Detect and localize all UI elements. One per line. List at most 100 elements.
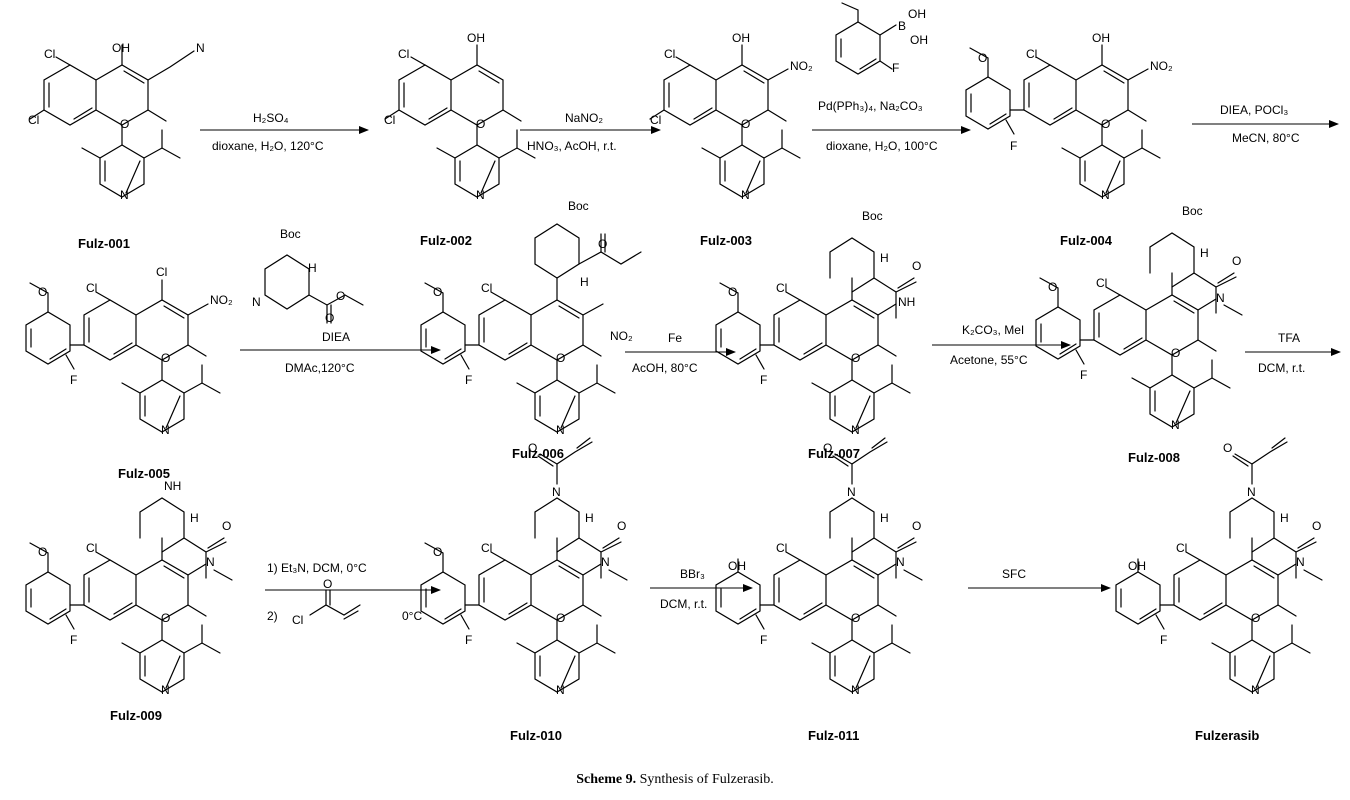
compound-fulz-003 xyxy=(649,44,801,198)
atom-label: F xyxy=(465,373,472,387)
atom-label: Cl xyxy=(776,281,787,295)
atom-label: N xyxy=(556,423,565,437)
atom-label: F xyxy=(1080,368,1087,382)
atom-label: F xyxy=(70,633,77,647)
atom-label: N xyxy=(1296,555,1305,569)
atom-label: N xyxy=(896,555,905,569)
atom-label: O xyxy=(120,117,129,131)
atom-label: O xyxy=(222,519,231,533)
piperazine-ester-reagent xyxy=(264,254,364,324)
atom-label: O xyxy=(1232,254,1241,268)
atom-label: Cl xyxy=(292,613,303,627)
atom-label: O xyxy=(851,351,860,365)
atom-label: OH xyxy=(1092,31,1110,45)
atom-label: NO₂ xyxy=(790,59,813,73)
atom-label: Cl xyxy=(156,265,167,279)
step-9-condition-2-prefix: 2) xyxy=(267,609,278,623)
atom-label: N xyxy=(252,295,261,309)
atom-label: O xyxy=(617,519,626,533)
atom-label: Cl xyxy=(1176,541,1187,555)
atom-label: H xyxy=(308,261,317,275)
atom-label: O xyxy=(556,351,565,365)
compound-label-fulz-003: Fulz-003 xyxy=(700,233,752,248)
atom-label: O xyxy=(978,51,987,65)
atom-label: OH xyxy=(908,7,926,21)
compound-label-fulz-001: Fulz-001 xyxy=(78,236,130,251)
atom-label: O xyxy=(433,285,442,299)
atom-label: Cl xyxy=(1026,47,1037,61)
step-3-conditions: dioxane, H₂O, 100°C xyxy=(826,139,938,153)
atom-label: O xyxy=(1223,441,1232,455)
atom-label: O xyxy=(433,545,442,559)
atom-label: OH xyxy=(467,31,485,45)
atom-label: N xyxy=(161,423,170,437)
compound-label-fulz-011: Fulz-011 xyxy=(808,728,859,743)
atom-label: O xyxy=(556,611,565,625)
atom-label: O xyxy=(476,117,485,131)
step-6-reagent: Fe xyxy=(668,331,682,345)
atom-label: OH xyxy=(112,41,130,55)
step-9-condition-2-temp: 0°C xyxy=(402,609,422,623)
acrylamide xyxy=(832,437,888,485)
step-7-reagent: K₂CO₃, MeI xyxy=(962,323,1024,337)
atom-label: O xyxy=(1312,519,1321,533)
atom-label: H xyxy=(880,511,889,525)
atom-label: F xyxy=(1010,139,1017,153)
atom-label: N xyxy=(847,485,856,499)
atom-label: Cl xyxy=(481,541,492,555)
atom-label: N xyxy=(476,188,485,202)
acrylamide xyxy=(537,437,593,485)
step-5-reagent: DIEA xyxy=(322,330,350,344)
atom-label: O xyxy=(1251,611,1260,625)
atom-label: H xyxy=(880,251,889,265)
atom-label: NO₂ xyxy=(610,329,633,343)
caption-text: Synthesis of Fulzerasib. xyxy=(639,772,774,787)
atom-label: O xyxy=(823,441,832,455)
atom-label: NH xyxy=(898,295,915,309)
atom-label: O xyxy=(38,545,47,559)
atom-label: O xyxy=(1171,346,1180,360)
atom-label: O xyxy=(912,519,921,533)
acryloyl-chloride-reagent xyxy=(309,589,361,620)
atom-label: F xyxy=(892,61,899,75)
compound-label-fulz-008: Fulz-008 xyxy=(1128,450,1180,465)
compound-fulz-010 xyxy=(464,537,628,693)
atom-label: O xyxy=(325,311,334,325)
atom-label: F xyxy=(465,633,472,647)
step-8-conditions: DCM, r.t. xyxy=(1258,361,1305,375)
compound-fulz-008 xyxy=(1079,272,1243,428)
atom-label: N xyxy=(556,683,565,697)
atom-label: OH xyxy=(910,33,928,47)
atom-label: NO₂ xyxy=(210,293,233,307)
atom-label: O xyxy=(598,237,607,251)
step-1-conditions: dioxane, H₂O, 120°C xyxy=(212,139,324,153)
atom-label: Cl xyxy=(650,113,661,127)
compound-fulz-007 xyxy=(759,277,911,433)
atom-label: Cl xyxy=(384,113,395,127)
compound-fulzerasib xyxy=(1159,537,1323,693)
compound-fulz-004 xyxy=(1009,44,1161,198)
atom-label: O xyxy=(912,259,921,273)
compound-label-fulz-006: Fulz-006 xyxy=(512,446,564,461)
atom-label: H xyxy=(1200,246,1209,260)
atom-label: B xyxy=(898,19,906,33)
step-7-conditions: Acetone, 55°C xyxy=(950,353,1028,367)
atom-label: Cl xyxy=(664,47,675,61)
atom-label: Cl xyxy=(481,281,492,295)
compound-label-fulz-009: Fulz-009 xyxy=(110,708,162,723)
caption-label: Scheme 9. xyxy=(576,772,637,787)
atom-label: Cl xyxy=(86,281,97,295)
atom-label: F xyxy=(760,373,767,387)
atom-label: NO₂ xyxy=(1150,59,1173,73)
compound-fulz-001 xyxy=(29,44,195,198)
compound-label-fulz-007: Fulz-007 xyxy=(808,446,860,461)
atom-label: Cl xyxy=(398,47,409,61)
atom-label: N xyxy=(1216,291,1225,305)
atom-label: O xyxy=(528,441,537,455)
atom-label: N xyxy=(1247,485,1256,499)
step-4-reagent: DIEA, POCl₃ xyxy=(1220,103,1288,117)
boronic-acid-reagent xyxy=(835,2,897,75)
atom-label: O xyxy=(38,285,47,299)
atom-label: OH xyxy=(1128,559,1146,573)
